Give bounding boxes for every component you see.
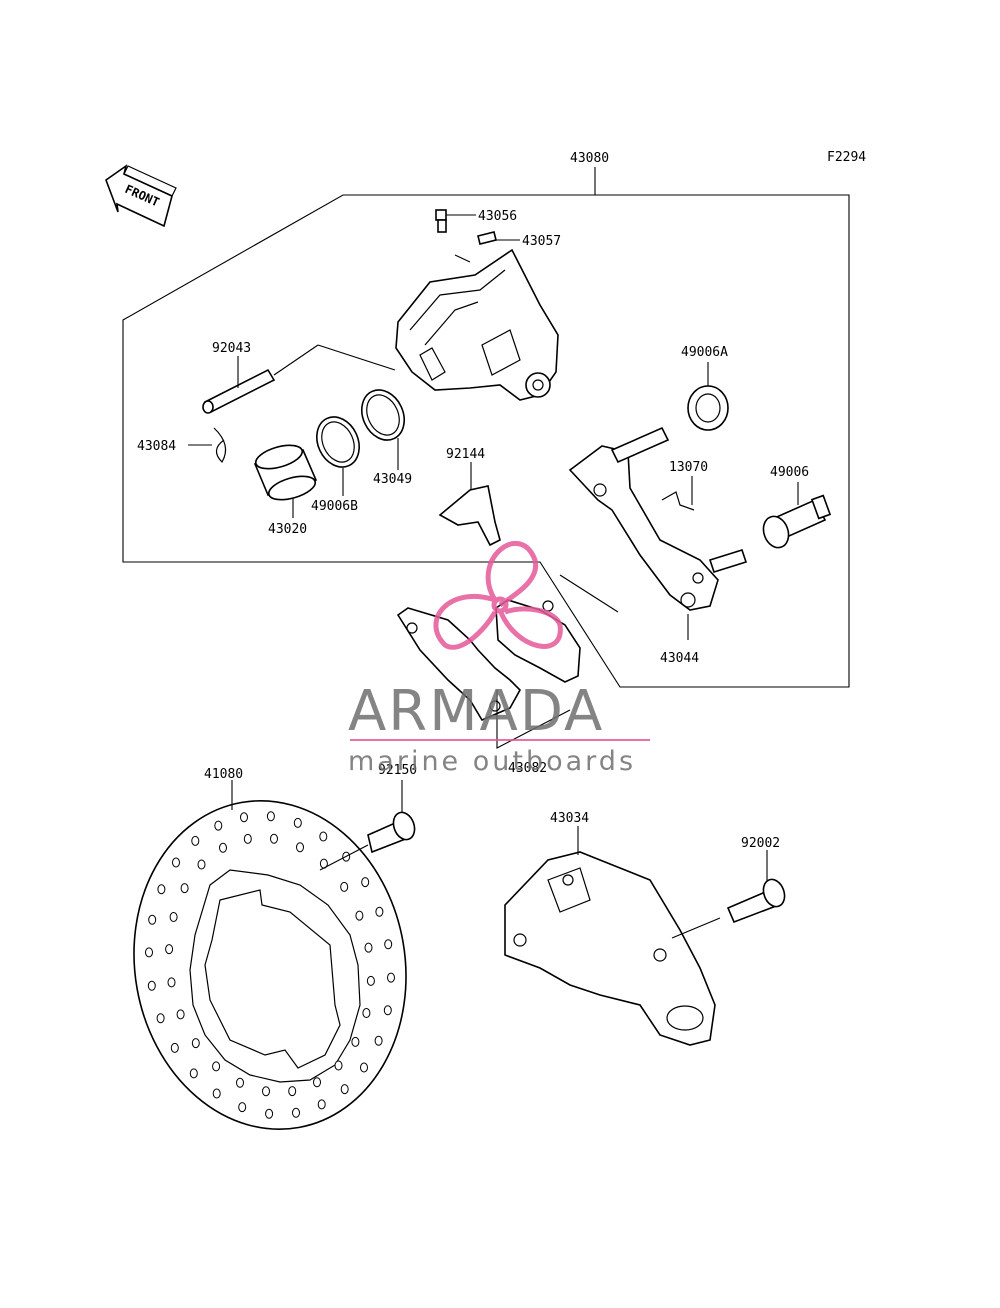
disc-hole: [236, 1077, 244, 1088]
label-43057: 43057: [522, 234, 561, 249]
disc-hole: [262, 1086, 270, 1097]
label-13070: 13070: [669, 460, 708, 475]
clip: [188, 427, 227, 463]
disc-hole: [270, 833, 278, 844]
label-43034: 43034: [550, 811, 589, 826]
disc-hole: [296, 842, 304, 853]
disc-hole: [319, 831, 328, 842]
bleeder-valve: [435, 209, 476, 233]
disc-hole: [340, 881, 349, 892]
label-49006A: 49006A: [681, 345, 728, 360]
caliper-holder: [504, 826, 721, 1046]
disc-holes: [145, 811, 395, 1119]
disc-hole: [172, 857, 180, 868]
disc-hole: [293, 817, 302, 828]
boot: [762, 482, 832, 549]
caliper-assembly-outline: [122, 194, 850, 688]
disc-hole: [374, 1035, 383, 1046]
caliper-bracket: [559, 426, 748, 640]
label-92002: 92002: [741, 836, 780, 851]
disc-hole: [238, 1102, 247, 1113]
disc-hole: [219, 842, 227, 853]
disc-hole: [384, 939, 393, 950]
brake-pads: [396, 599, 581, 749]
disc-hole: [156, 1013, 165, 1024]
label-43049: 43049: [373, 472, 412, 487]
figure-code: F2294: [827, 150, 866, 165]
disc-hole: [176, 1009, 185, 1020]
disc-hole: [362, 1008, 371, 1018]
bleeder-cap: [454, 231, 520, 263]
disc-hole: [340, 1084, 349, 1095]
disc-hole: [167, 977, 176, 988]
disc-hole: [313, 1077, 321, 1088]
label-92043: 92043: [212, 341, 251, 356]
pad-spring: [438, 462, 501, 547]
disc-hole: [147, 980, 156, 991]
label-49006B: 49006B: [311, 499, 358, 514]
disc-hole: [180, 883, 189, 894]
boot-a: [687, 362, 729, 431]
disc-hole: [292, 1107, 300, 1118]
disc-hole: [165, 944, 174, 955]
disc-hole: [191, 835, 200, 846]
disc-bolt: [319, 780, 416, 871]
disc-hole: [243, 833, 252, 844]
disc-hole: [212, 1061, 221, 1072]
label-43056: 43056: [478, 209, 517, 224]
piston: [253, 444, 318, 518]
watermark-title: ARMADA: [348, 679, 604, 744]
label-92144: 92144: [446, 447, 485, 462]
disc-hole: [288, 1086, 297, 1097]
label-43080: 43080: [570, 151, 609, 166]
disc-hole: [351, 1036, 360, 1047]
disc-hole: [240, 812, 248, 823]
label-49006: 49006: [770, 465, 809, 480]
watermark-subtitle: marine outboards: [348, 746, 636, 777]
disc-hole: [317, 1099, 326, 1110]
disc-hole: [387, 972, 395, 983]
pad-clip: [661, 476, 695, 511]
front-arrow-icon: FRONT: [105, 164, 177, 228]
holder-bolt: [726, 850, 786, 924]
disc-hole: [169, 912, 178, 922]
disc-hole: [265, 1108, 274, 1119]
label-43082: 43082: [508, 761, 547, 776]
disc-hole: [189, 1068, 198, 1079]
pin: [202, 344, 396, 414]
disc-hole: [212, 1088, 221, 1099]
watermark-logo: ARMADA marine outboards: [348, 540, 650, 777]
disc-hole: [375, 906, 384, 917]
piston-seal: [361, 389, 405, 470]
disc-hole: [383, 1005, 392, 1016]
disc-hole: [360, 1062, 368, 1073]
disc-hole: [157, 884, 166, 895]
disc-hole: [148, 914, 157, 925]
disc-hole: [334, 1060, 343, 1071]
caliper-body: [395, 248, 559, 401]
label-43044: 43044: [660, 651, 699, 666]
disc-hole: [364, 942, 373, 953]
label-41080: 41080: [204, 767, 243, 782]
disc-hole: [170, 1042, 179, 1053]
label-92150: 92150: [378, 763, 417, 778]
disc-hole: [361, 877, 370, 888]
disc-hole: [266, 811, 275, 822]
propeller-icon: [433, 540, 563, 650]
disc-hole: [191, 1038, 200, 1049]
disc-hole: [366, 975, 375, 986]
disc-hole: [355, 910, 364, 921]
disc-hole: [214, 820, 223, 831]
dust-seal: [316, 416, 360, 496]
label-43084: 43084: [137, 439, 176, 454]
label-43020: 43020: [268, 522, 307, 537]
disc-hole: [145, 947, 153, 958]
disc-hole: [197, 859, 206, 870]
